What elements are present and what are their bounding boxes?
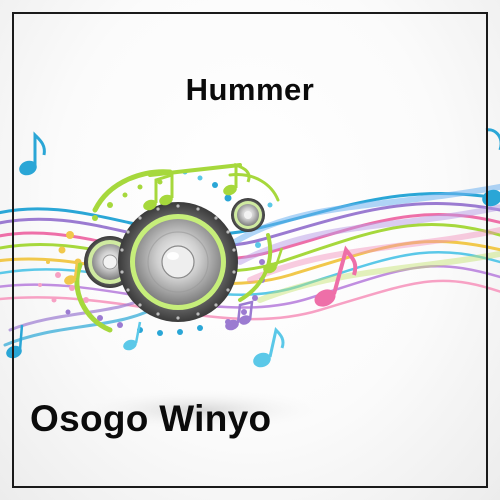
green-accents xyxy=(74,163,280,333)
album-title: Hummer xyxy=(185,72,315,107)
music-note-icon xyxy=(6,128,500,368)
speaker-main xyxy=(118,202,238,322)
speaker-small-right xyxy=(231,198,265,232)
artist-name: Osogo Winyo xyxy=(30,398,272,439)
floor-shadow xyxy=(70,388,330,432)
